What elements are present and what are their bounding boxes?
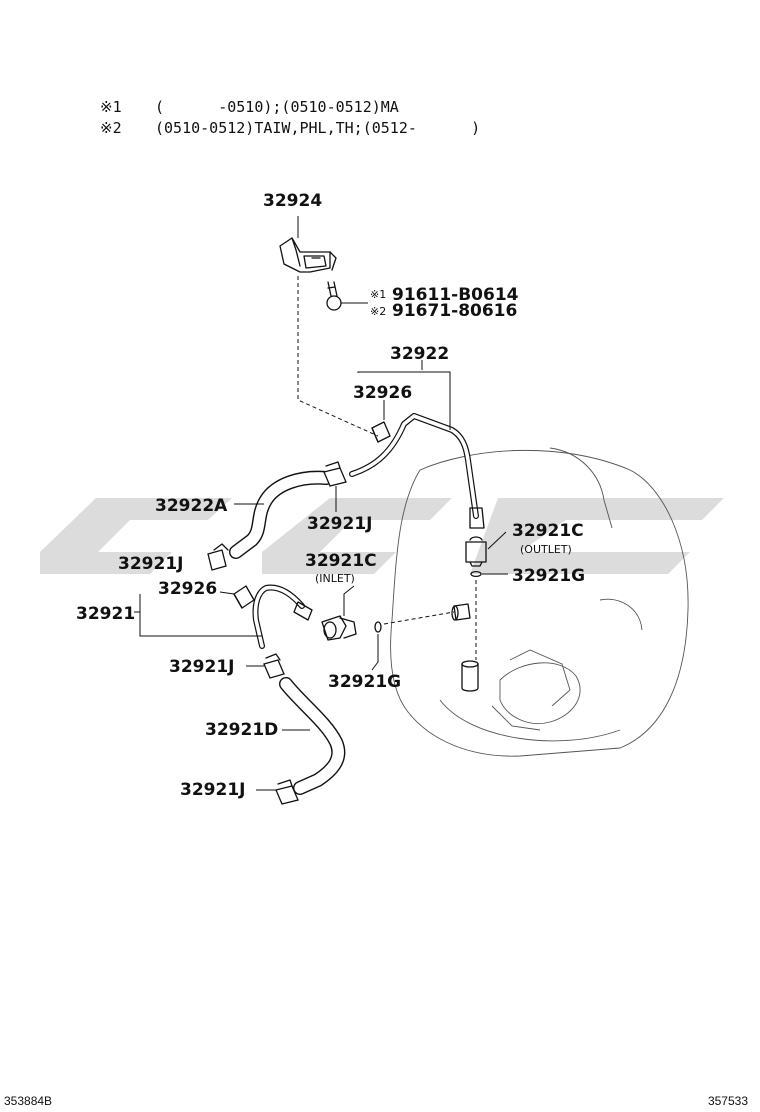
grommet-32926-mid bbox=[233, 585, 255, 609]
note-2-text: (0510-0512)TAIW,PHL,TH;(0512- ) bbox=[155, 119, 480, 137]
oring-32921G-inlet bbox=[374, 621, 382, 633]
label-32921G-outlet: 32921G bbox=[512, 566, 585, 586]
leader-32921C-outlet bbox=[487, 531, 507, 550]
note-2-mark: ※2 bbox=[100, 119, 122, 137]
label-91671-80616: 91671-80616 bbox=[392, 301, 517, 321]
label-inlet: (INLET) bbox=[315, 572, 355, 585]
footer-left-code: 353884B bbox=[4, 1094, 52, 1108]
case-inlet-boss bbox=[451, 603, 471, 621]
leader-32926-mid bbox=[219, 591, 235, 595]
clamp-32921J-mid bbox=[263, 653, 285, 679]
label-outlet: (OUTLET) bbox=[520, 543, 572, 556]
label-32922: 32922 bbox=[390, 344, 449, 364]
transmission-outline bbox=[390, 447, 689, 757]
label-bolt2-mark: ※2 bbox=[370, 305, 386, 318]
bracket-leader-32921 bbox=[139, 594, 262, 637]
clamp-32921J-left bbox=[207, 543, 229, 571]
label-32921C-inlet: 32921C bbox=[305, 551, 377, 571]
label-32921J-bottom: 32921J bbox=[180, 780, 245, 800]
inlet-fitting-32921C bbox=[321, 615, 357, 641]
label-32921C-outlet: 32921C bbox=[512, 521, 584, 541]
clamp-32921J-upper bbox=[323, 461, 347, 487]
note-1-text: ( -0510);(0510-0512)MA bbox=[155, 98, 399, 116]
oring-32921G-outlet bbox=[470, 570, 482, 578]
watermark-logo bbox=[40, 498, 724, 574]
clamp-32921J-bottom bbox=[275, 779, 299, 805]
label-32921J-mid: 32921J bbox=[169, 657, 234, 677]
leader-32921G-b bbox=[371, 634, 379, 671]
pipe-nut-top bbox=[469, 507, 485, 529]
label-32921D: 32921D bbox=[205, 720, 278, 740]
part-labels: 32924 ※1 91611-B0614 ※2 91671-80616 3292… bbox=[76, 191, 585, 800]
pipe-32922 bbox=[349, 413, 485, 529]
outlet-fitting-32921C bbox=[465, 536, 487, 578]
bolt bbox=[326, 281, 342, 311]
pipe-32921 bbox=[252, 584, 313, 649]
label-32922A: 32922A bbox=[155, 496, 228, 516]
bracket-leader-32922 bbox=[357, 371, 451, 430]
case-boss bbox=[461, 660, 479, 668]
header-notes: ※1 ( -0510);(0510-0512)MA ※2 (0510-0512)… bbox=[100, 98, 480, 137]
bracket-mount-dashline bbox=[297, 276, 379, 437]
label-32921J-upper: 32921J bbox=[307, 514, 372, 534]
note-1-mark: ※1 bbox=[100, 98, 122, 116]
label-32921: 32921 bbox=[76, 604, 135, 624]
label-32921J-left: 32921J bbox=[118, 554, 183, 574]
label-32924: 32924 bbox=[263, 191, 322, 211]
label-91611-B0614: 91611-B0614 bbox=[392, 285, 519, 305]
label-32921G-inlet: 32921G bbox=[328, 672, 401, 692]
label-32926-mid: 32926 bbox=[158, 579, 217, 599]
leader-32921C-inlet bbox=[343, 585, 355, 616]
label-bolt1-mark: ※1 bbox=[370, 288, 386, 301]
hose-32921D bbox=[279, 677, 346, 795]
grommet-32926-top bbox=[371, 421, 391, 443]
label-32926-top: 32926 bbox=[353, 383, 412, 403]
bracket-32924 bbox=[279, 237, 337, 273]
footer-right-code: 357533 bbox=[708, 1094, 748, 1108]
inlet-dashline bbox=[383, 611, 455, 625]
hose-32922A bbox=[229, 470, 333, 559]
